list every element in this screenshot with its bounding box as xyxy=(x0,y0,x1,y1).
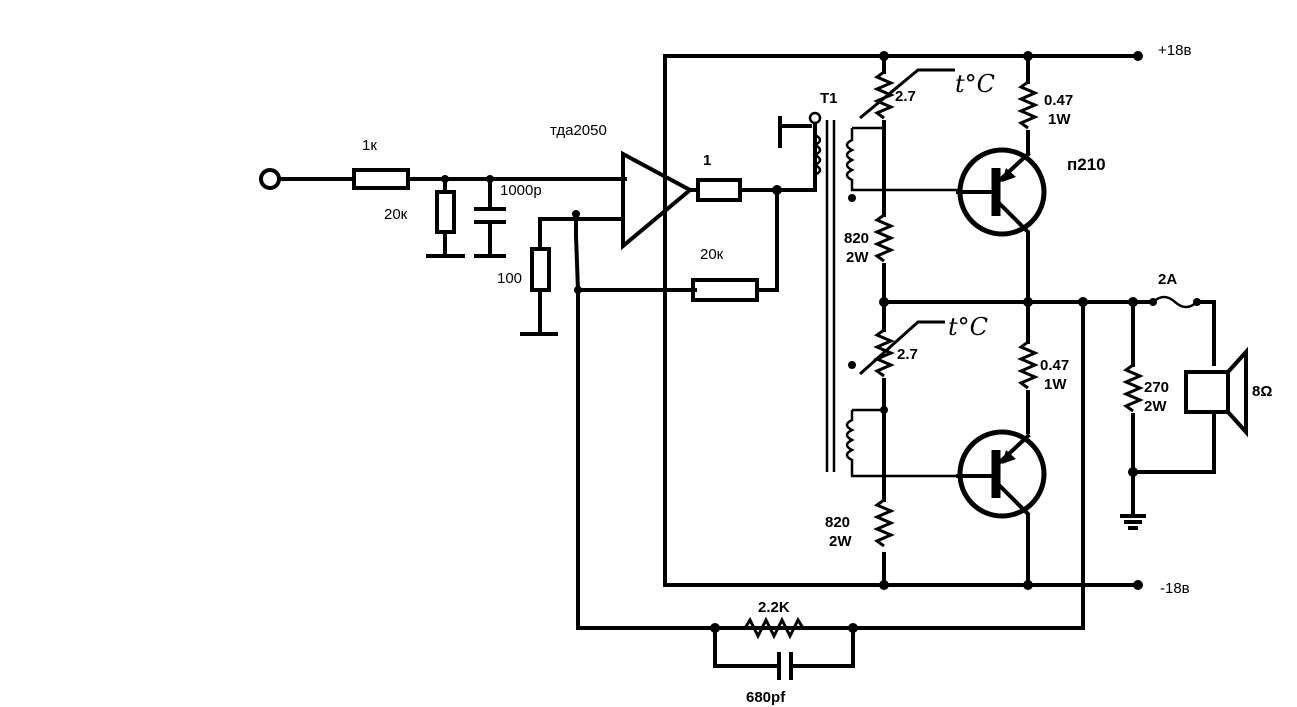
label-rb-top: 820 xyxy=(844,230,869,247)
label-r-fb: 20к xyxy=(700,246,724,263)
label-r-load-w: 2W xyxy=(1144,398,1167,415)
ntc-top-zigzag xyxy=(873,70,895,120)
ntc-top-arrow xyxy=(859,68,955,120)
resistor-1k xyxy=(352,168,410,190)
resistor-20k-shunt-lead xyxy=(426,177,465,258)
opamp-tda2050 xyxy=(621,150,694,251)
label-vneg: -18в xyxy=(1160,580,1190,597)
label-r-load: 270 xyxy=(1144,379,1169,396)
feedback-20k-leads xyxy=(756,188,779,292)
ground-resistor-leads xyxy=(520,217,622,336)
t1-primary-ground xyxy=(778,116,812,148)
label-c-feedback: 680pf xyxy=(746,689,786,706)
input-terminal xyxy=(259,168,281,190)
label-re-bot: 0.47 xyxy=(1040,357,1069,374)
label-c-in: 1000р xyxy=(500,182,542,199)
label-fuse: 2A xyxy=(1158,271,1177,288)
label-r-gnd: 100 xyxy=(497,270,522,287)
c-feedback-plates xyxy=(777,652,793,680)
t1-primary-coil xyxy=(812,133,822,177)
label-ntc-top: 2.7 xyxy=(895,88,916,105)
vpos-terminal xyxy=(1133,51,1143,61)
label-temp-bot: t°C xyxy=(948,313,988,341)
fuse xyxy=(1152,295,1198,309)
label-ntc-bot: 2.7 xyxy=(897,346,918,363)
re-bot-zigzag xyxy=(1017,340,1039,390)
speaker-cone xyxy=(1225,346,1248,438)
t1-sec1-dot xyxy=(848,194,856,202)
ntc-bot-arrow xyxy=(858,320,945,376)
label-r-in: 1к xyxy=(362,137,377,154)
label-vpos: +18в xyxy=(1158,42,1191,59)
t1-primary-dot xyxy=(808,111,822,125)
label-rb-bot-w: 2W xyxy=(829,533,852,550)
inv-input-wire xyxy=(574,212,581,293)
label-re-top-w: 1W xyxy=(1048,111,1071,128)
label-speaker: 8Ω xyxy=(1252,383,1272,400)
ground-wire xyxy=(1120,410,1216,530)
fuse-wire xyxy=(1136,300,1216,366)
rb-bot-zigzag xyxy=(873,498,895,548)
label-r-out: 1 xyxy=(703,152,711,169)
resistor-20k-feedback xyxy=(691,278,759,302)
resistor-20k-shunt xyxy=(435,190,456,234)
c-feedback-leads xyxy=(713,626,855,668)
transistor-top-arrow xyxy=(1002,168,1016,182)
r-load-zigzag xyxy=(1122,363,1144,413)
t1-sec2-dot xyxy=(848,361,856,369)
resistor-100 xyxy=(530,247,551,292)
t1-core xyxy=(825,120,836,472)
label-ic: тда2050 xyxy=(550,122,607,139)
re-top-zigzag xyxy=(1017,80,1039,130)
fb-node-wire xyxy=(576,288,857,630)
resistor-1 xyxy=(696,178,742,202)
rb-top-zigzag xyxy=(873,213,895,263)
label-temp-top: t°C xyxy=(955,70,995,98)
label-rb-top-w: 2W xyxy=(846,249,869,266)
speaker-body xyxy=(1184,370,1230,414)
t1-sec2-coil xyxy=(845,408,958,478)
capacitor-1000p xyxy=(474,177,506,258)
label-r-shunt: 20к xyxy=(384,206,408,223)
label-transistor: п210 xyxy=(1067,155,1106,174)
global-feedback-wire xyxy=(853,300,1085,630)
vneg-terminal xyxy=(1133,580,1143,590)
label-re-bot-w: 1W xyxy=(1044,376,1067,393)
t1-sec1-coil xyxy=(845,128,958,192)
positive-rail xyxy=(663,54,1140,587)
label-r-feedback: 2.2K xyxy=(758,599,790,616)
label-transformer: T1 xyxy=(820,90,838,107)
ntc-bot-zigzag xyxy=(873,328,895,378)
transistor-bottom-arrow xyxy=(1002,450,1016,464)
label-rb-bot: 820 xyxy=(825,514,850,531)
r-feedback-zigzag xyxy=(743,616,805,640)
label-re-top: 0.47 xyxy=(1044,92,1073,109)
